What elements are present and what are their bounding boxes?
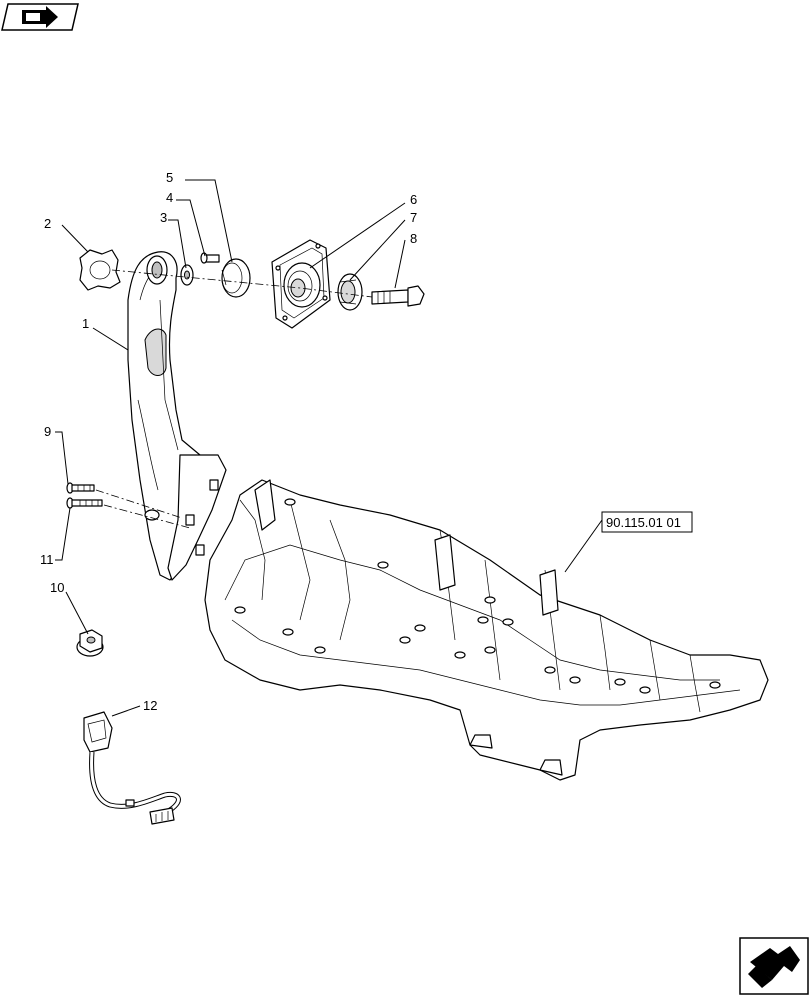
callout-7: 7 — [410, 210, 417, 225]
hex-bolt — [371, 285, 425, 307]
bolt-lower — [66, 497, 103, 509]
small-screw — [200, 252, 220, 264]
wiring-harness — [83, 711, 181, 825]
callout-3: 3 — [160, 210, 167, 225]
callout-4: 4 — [166, 190, 173, 205]
leader-lines — [55, 179, 603, 717]
lever-arm — [127, 251, 227, 581]
callout-2: 2 — [44, 216, 51, 231]
assembly-axis-upper — [111, 269, 373, 298]
washer — [180, 264, 194, 286]
callout-6: 6 — [410, 192, 417, 207]
callout-12: 12 — [143, 698, 157, 713]
flange-nut — [76, 629, 104, 657]
assembly-axis-lower — [95, 489, 191, 529]
callout-11: 11 — [40, 552, 54, 567]
console-housing — [204, 479, 769, 781]
boot-plate — [271, 239, 331, 329]
cap — [221, 258, 251, 298]
book-arrow-icon[interactable] — [1, 3, 79, 31]
star-knob — [79, 249, 121, 291]
bolt-upper — [66, 482, 95, 494]
bushing — [337, 273, 363, 311]
next-page-arrow-icon[interactable] — [739, 937, 809, 995]
reference-link[interactable]: 90.115.01 01 — [601, 511, 693, 533]
callout-1: 1 — [82, 316, 89, 331]
callout-8: 8 — [410, 231, 417, 246]
callout-9: 9 — [44, 424, 51, 439]
callout-5: 5 — [166, 170, 173, 185]
callout-10: 10 — [50, 580, 64, 595]
reference-label: 90.115.01 01 — [606, 515, 681, 530]
